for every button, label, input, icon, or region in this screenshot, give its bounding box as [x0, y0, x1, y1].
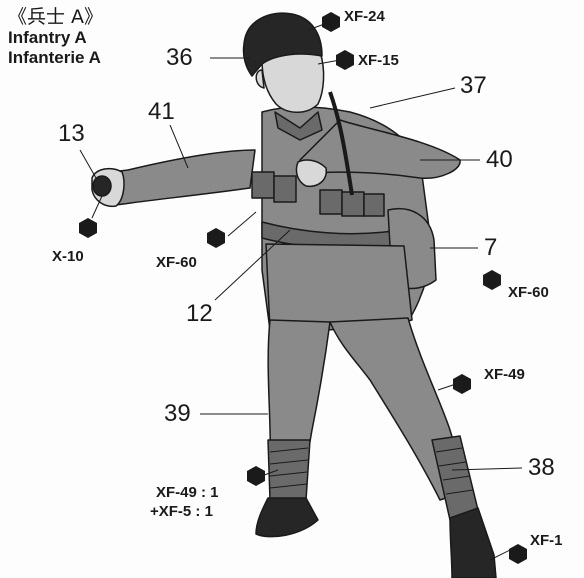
- right-boot: [449, 507, 497, 578]
- paint-helmet: XF-24: [344, 8, 385, 25]
- ammo-pouch-2: [273, 175, 297, 203]
- paint-face: XF-15: [358, 52, 399, 69]
- grenade: [92, 175, 112, 197]
- paint-puttees-b: +XF-5 : 1: [150, 502, 213, 520]
- collar: [274, 111, 323, 141]
- part-40: 40: [486, 146, 513, 173]
- paint-puttees: XF-49 : 1 +XF-5 : 1: [150, 484, 219, 522]
- leader-lines: [79, 21, 523, 561]
- marker-face: [336, 50, 354, 70]
- paint-grenade: X-10: [52, 248, 84, 265]
- left-puttee: [267, 439, 311, 501]
- title-en: Infantry A: [8, 28, 87, 48]
- marker-helmet: [322, 12, 340, 32]
- right-leg: [329, 317, 469, 501]
- paint-pouch: XF-60: [508, 284, 549, 301]
- ammo-pouch-4: [341, 191, 365, 217]
- marker-puttees: [247, 466, 265, 486]
- marker-boots: [509, 544, 527, 564]
- ammo-pouch-5: [363, 193, 385, 217]
- paint-puttees-a: XF-49 : 1: [156, 484, 219, 501]
- soldier-figure: [91, 12, 497, 578]
- part-7: 7: [484, 234, 498, 261]
- marker-webbing: [207, 228, 225, 248]
- marker-grenade: [79, 218, 97, 238]
- shoulder-strap: [328, 91, 354, 196]
- beanie-hat: [242, 12, 323, 77]
- part-12: 12: [186, 300, 213, 327]
- part-37: 37: [460, 72, 487, 99]
- puttee-bands: [269, 447, 474, 495]
- part-38: 38: [528, 454, 555, 481]
- left-boot: [255, 497, 319, 538]
- title-fr: Infanterie A: [8, 48, 101, 68]
- tunic-skirt: [265, 243, 413, 332]
- part-41: 41: [148, 98, 175, 125]
- ear: [255, 69, 265, 89]
- marker-uniform: [453, 374, 471, 394]
- part-13: 13: [58, 120, 85, 147]
- paint-boots: XF-1: [530, 532, 563, 549]
- part-39: 39: [164, 400, 191, 427]
- ammo-pouch-3: [319, 189, 343, 215]
- figure-title: 《兵士 A》 Infantry A Infanterie A: [8, 6, 103, 69]
- marker-pouch: [483, 270, 501, 290]
- part-36: 36: [166, 44, 193, 71]
- paint-uniform: XF-49: [484, 366, 525, 383]
- title-jp: 《兵士 A》: [8, 6, 104, 28]
- left-hand: [295, 159, 327, 188]
- ammo-pouch-1: [251, 171, 275, 199]
- paint-webbing: XF-60: [156, 254, 197, 271]
- paint-markers: [79, 12, 527, 564]
